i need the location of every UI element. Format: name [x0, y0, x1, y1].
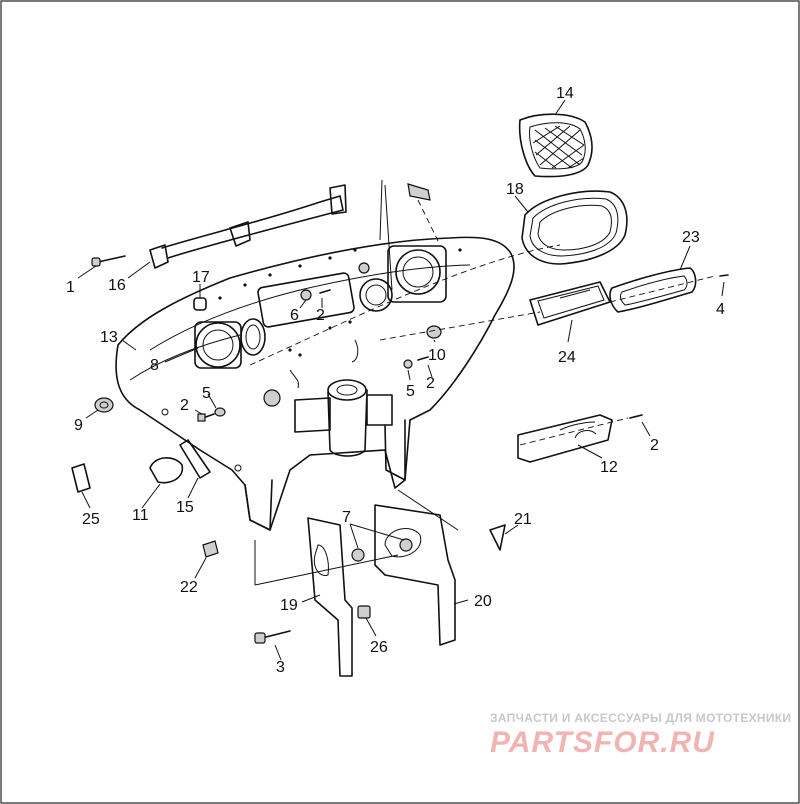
fairing-brace [149, 184, 347, 269]
callout-23: 23 [682, 229, 700, 246]
callout-12: 12 [600, 459, 618, 476]
callout-21: 21 [514, 511, 532, 528]
callout-3: 3 [276, 659, 285, 676]
watermark-subtitle: ЗАПЧАСТИ И АКСЕССУАРЫ ДЛЯ МОТОТЕХНИКИ [490, 711, 791, 725]
hardware [71, 183, 729, 644]
callout-2-panel: 2 [650, 437, 659, 454]
callout-5-left: 5 [202, 385, 211, 402]
speaker-trim-ring [521, 190, 628, 265]
callout-18: 18 [506, 181, 524, 198]
callout-15: 15 [176, 499, 194, 516]
switch-bezel [609, 267, 697, 313]
callout-7: 7 [342, 509, 351, 526]
callout-13: 13 [100, 329, 118, 346]
callout-10: 10 [428, 347, 446, 364]
mount-brackets [254, 489, 459, 677]
accessory-plate [529, 281, 611, 326]
callout-6: 6 [290, 307, 299, 324]
callout-2-left: 2 [180, 397, 189, 414]
speaker-grille [518, 113, 593, 178]
leader-lines [77, 99, 725, 661]
assembly-lines [249, 199, 716, 446]
callout-24: 24 [558, 349, 576, 366]
callout-labels: 1 16 17 13 8 6 2 9 2 5 10 5 2 14 18 23 4… [66, 85, 725, 676]
callout-17: 17 [192, 269, 210, 286]
inner-fairing [115, 179, 515, 531]
callout-2-right: 2 [426, 375, 435, 392]
callout-26: 26 [370, 639, 388, 656]
callout-2-center: 2 [316, 307, 325, 324]
callout-19: 19 [280, 597, 298, 614]
callout-25: 25 [82, 511, 100, 528]
callout-9: 9 [74, 417, 83, 434]
callout-5-right: 5 [406, 383, 415, 400]
callout-20: 20 [474, 593, 492, 610]
lower-panel [517, 414, 613, 463]
callout-16: 16 [108, 277, 126, 294]
watermark-logo: PARTSFOR.RU [490, 726, 715, 759]
callout-1: 1 [66, 279, 75, 296]
callout-4: 4 [716, 301, 725, 318]
callout-14: 14 [556, 85, 574, 102]
callout-8: 8 [150, 357, 159, 374]
callout-11: 11 [132, 507, 149, 524]
watermark: ЗАПЧАСТИ И АКСЕССУАРЫ ДЛЯ МОТОТЕХНИКИ PA… [490, 711, 791, 759]
callout-22: 22 [180, 579, 198, 596]
